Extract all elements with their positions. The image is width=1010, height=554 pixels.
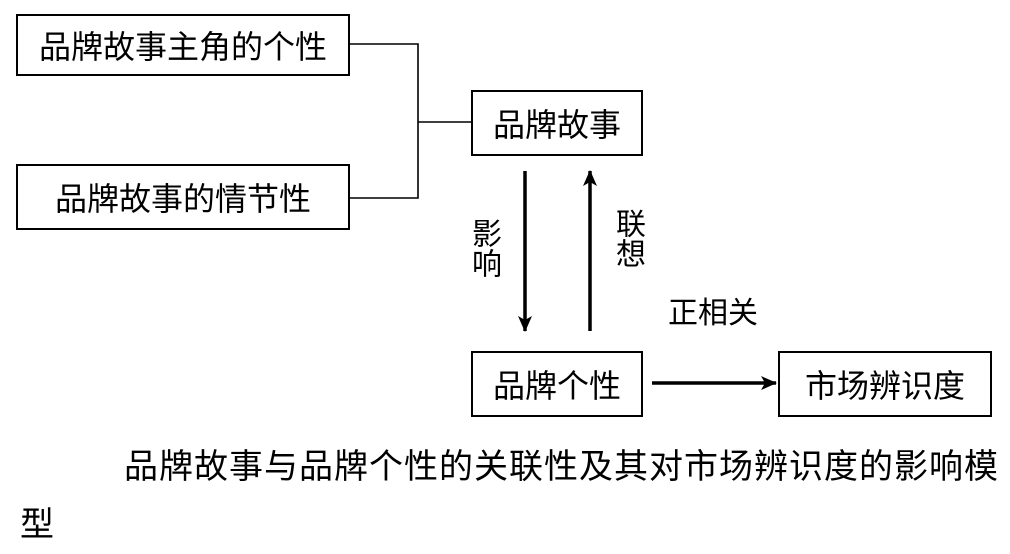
- node-market-recognition-label: 市场辨识度: [804, 367, 965, 405]
- edge-label-influence: 影响: [466, 218, 501, 278]
- node-brand-personality-label: 品牌个性: [492, 367, 621, 405]
- node-protagonist-personality-label: 品牌故事主角的个性: [38, 28, 327, 66]
- node-brand-story: 品牌故事: [471, 90, 643, 156]
- figure-caption: 品牌故事与品牌个性的关联性及其对市场辨识度的影响模型: [20, 447, 999, 545]
- node-story-plot-label: 品牌故事的情节性: [54, 180, 311, 218]
- node-market-recognition: 市场辨识度: [778, 351, 992, 417]
- node-brand-story-label: 品牌故事: [492, 106, 621, 144]
- node-protagonist-personality: 品牌故事主角的个性: [16, 14, 350, 76]
- connector-protagonist: [350, 43, 419, 122]
- connector-plot: [350, 122, 419, 199]
- node-brand-personality: 品牌个性: [471, 351, 643, 417]
- edge-label-association: 联想: [610, 208, 645, 268]
- node-story-plot: 品牌故事的情节性: [16, 164, 350, 230]
- edge-label-positive-correlation: 正相关: [668, 296, 758, 331]
